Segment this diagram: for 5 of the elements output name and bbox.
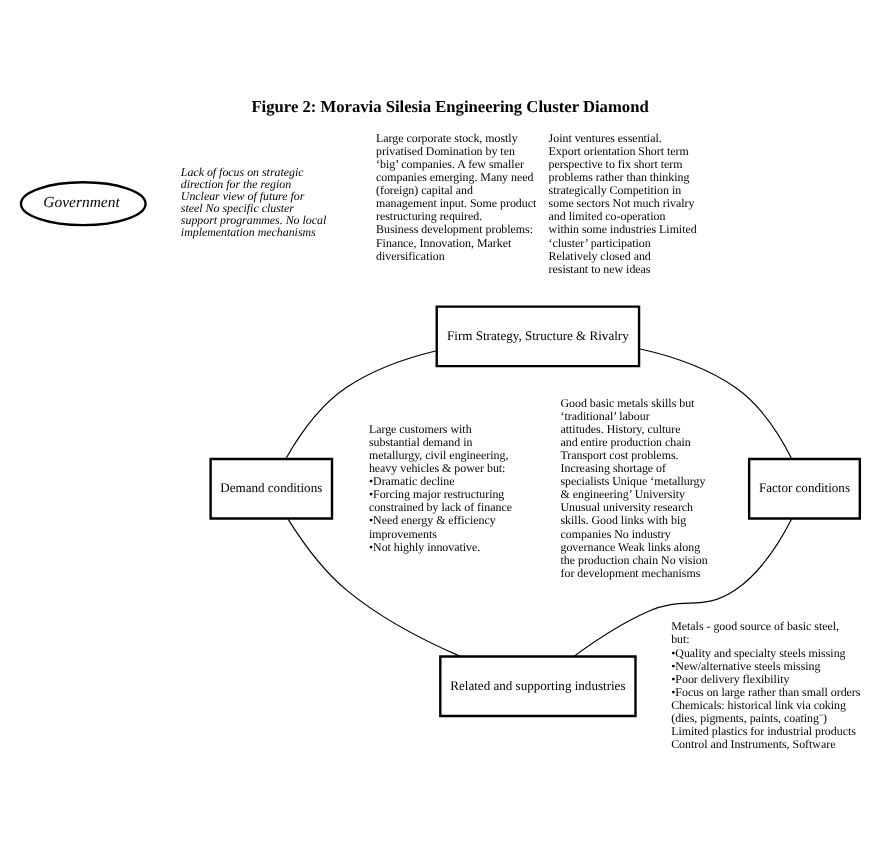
- connector: [573, 518, 793, 657]
- connector: [287, 518, 461, 657]
- connector: [638, 348, 793, 460]
- connector: [285, 350, 438, 460]
- diagram-title: Figure 2: Moravia Silesia Engineering Cluster Diamond: [251, 97, 649, 116]
